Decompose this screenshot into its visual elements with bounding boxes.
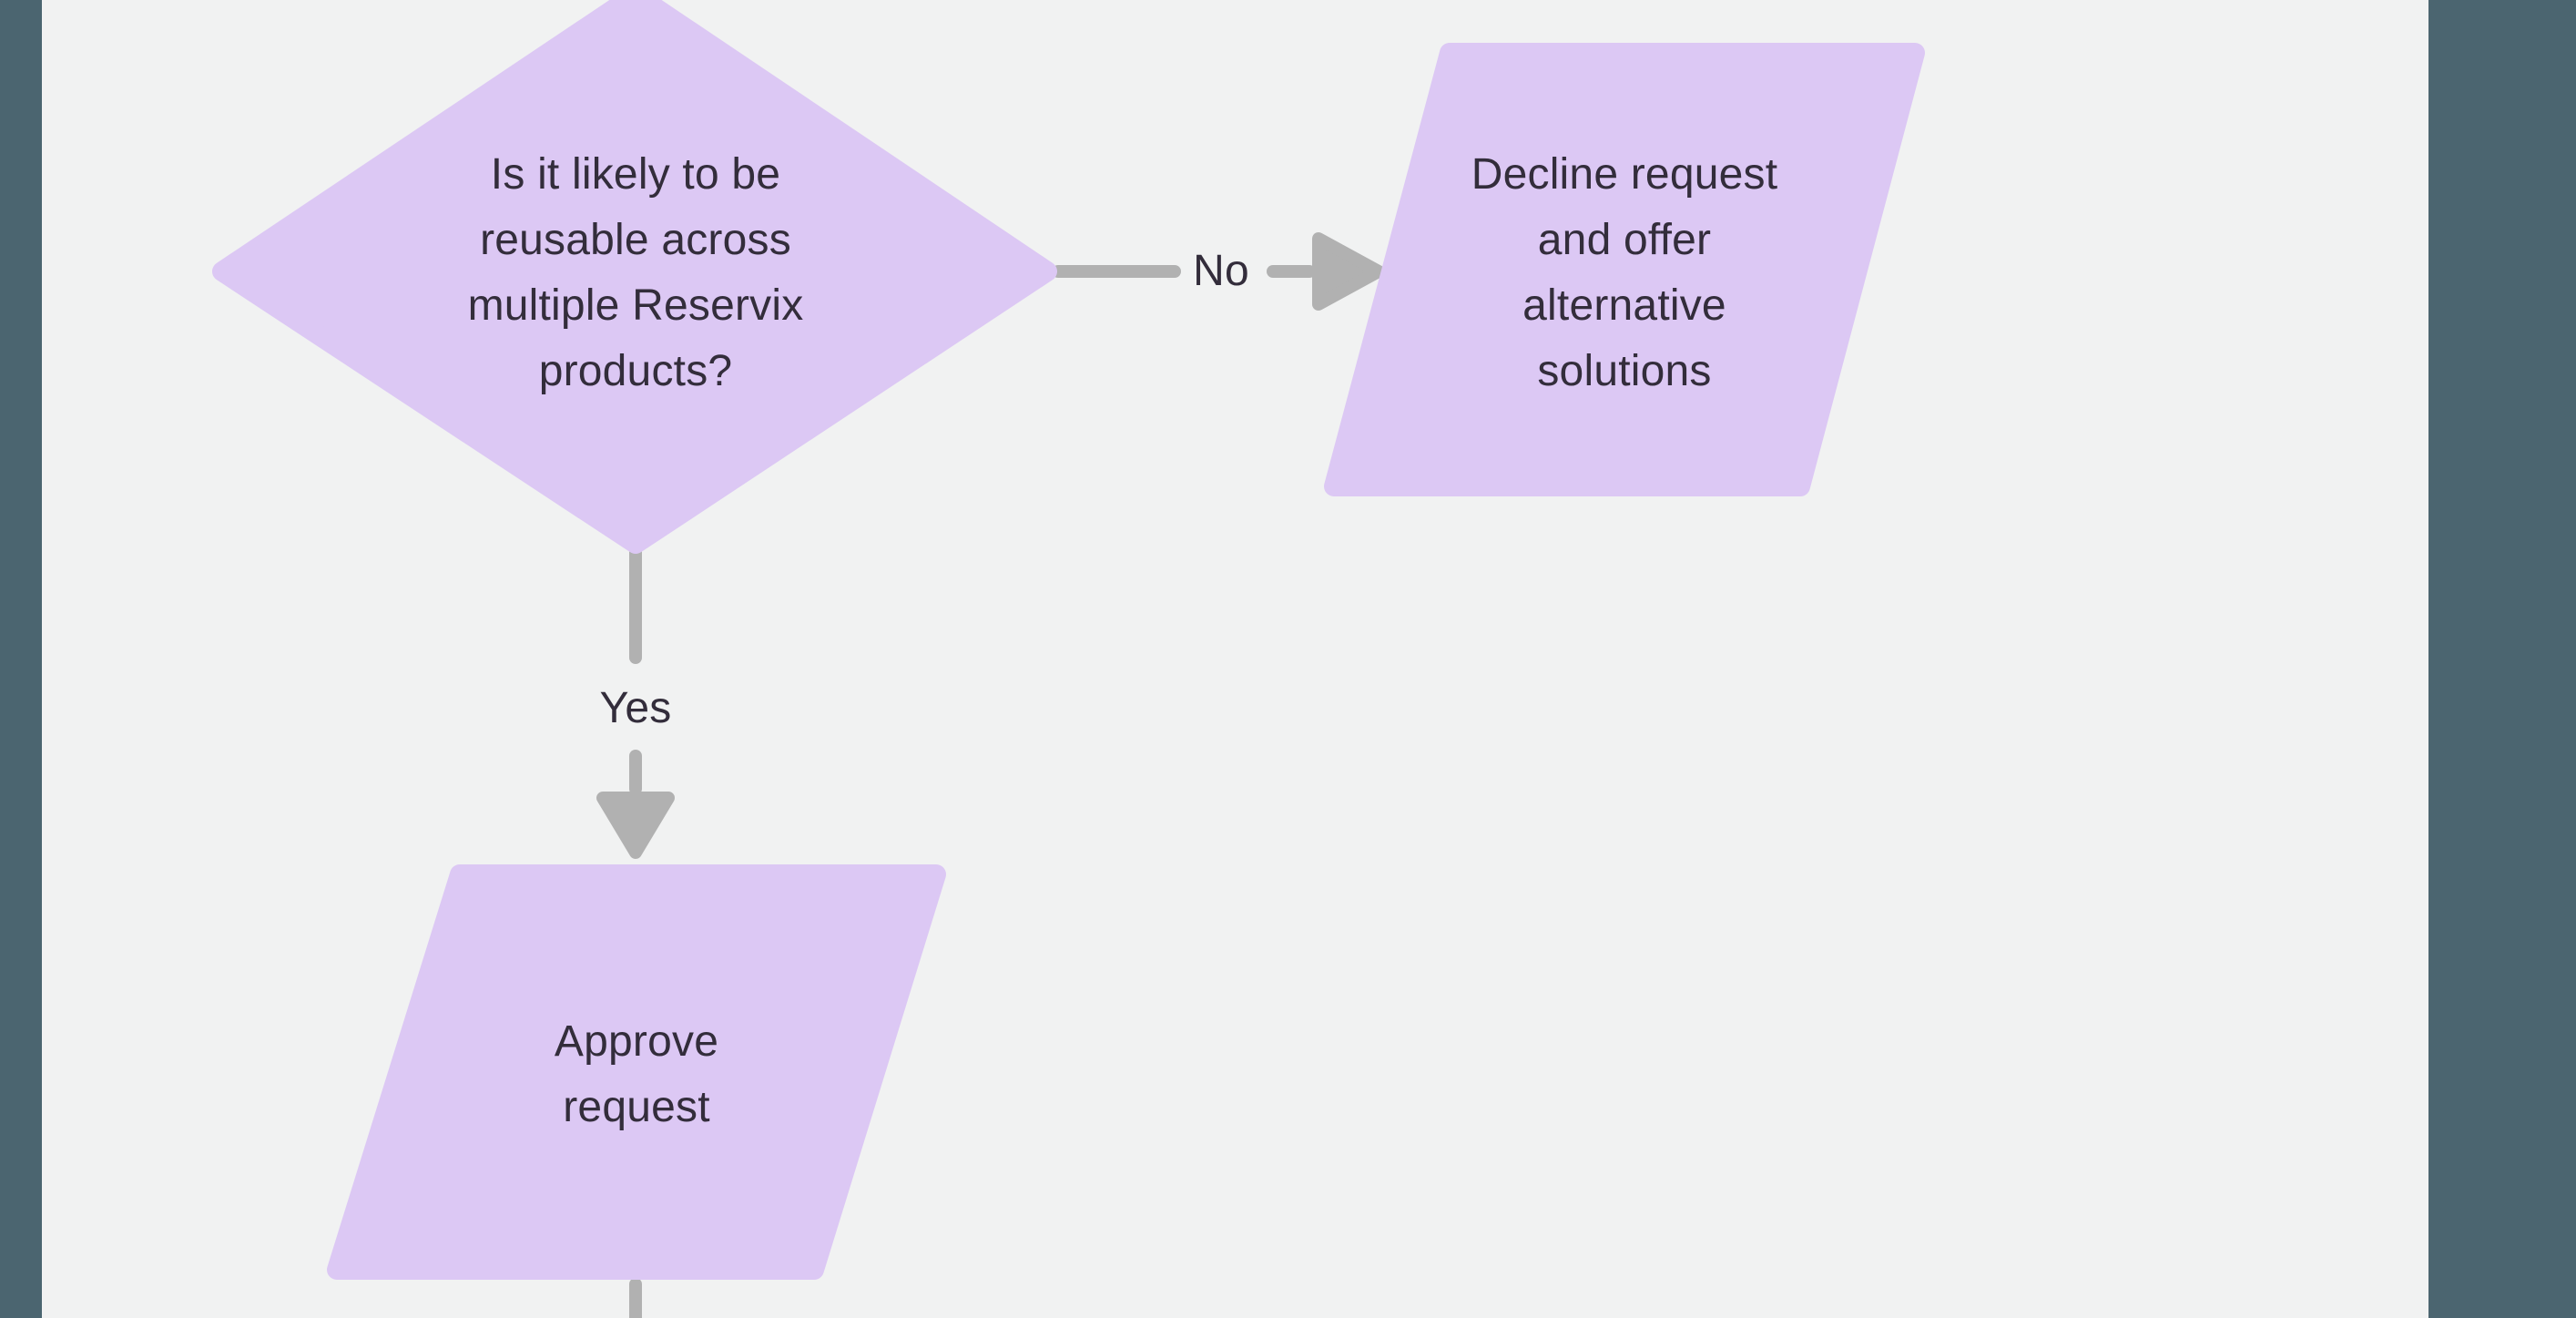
approve-node-shape[interactable] xyxy=(327,864,946,1280)
canvas-frame-left xyxy=(0,0,42,1318)
edge-yes-arrowhead-down-icon xyxy=(596,792,675,859)
canvas-frame-right xyxy=(2428,0,2576,1318)
decline-node-shape[interactable] xyxy=(1324,43,1925,496)
edge-no-arrowhead-right-icon xyxy=(1312,232,1385,311)
decision-node-shape[interactable] xyxy=(212,0,1057,554)
